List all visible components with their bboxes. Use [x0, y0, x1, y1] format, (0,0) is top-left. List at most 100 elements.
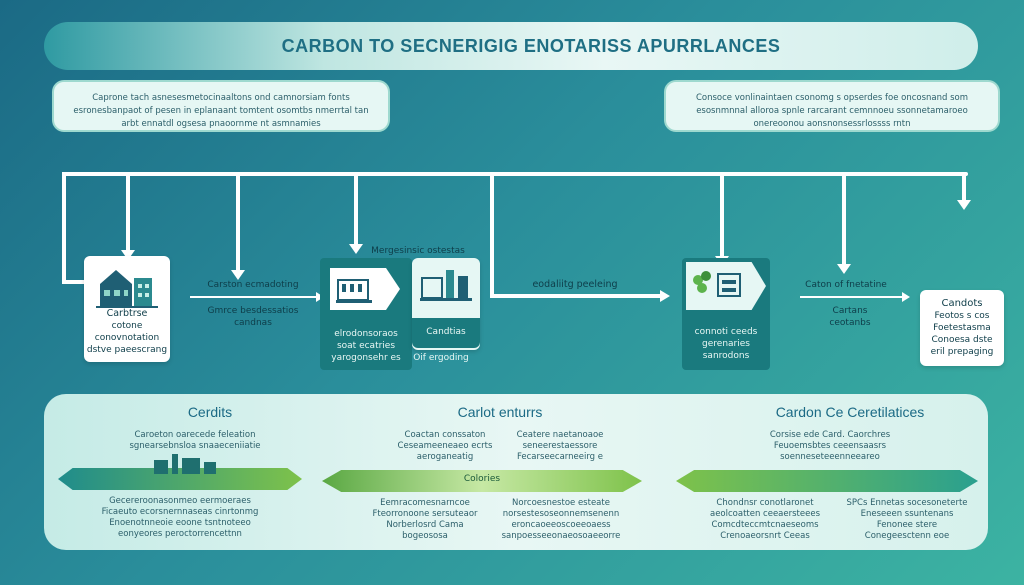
page-title: CARBON TO SECNERIGIG ENOTARISS APURRLANC… — [281, 35, 781, 56]
col1-band — [58, 468, 302, 490]
arrow-line-left — [190, 296, 318, 298]
connector-drop-4 — [490, 172, 494, 296]
arrow-down-icon — [121, 250, 135, 260]
label-carbon-ecmadoting: Carston ecmadoting — [207, 280, 299, 290]
col2-detail2-4: sanpoesseeonaeosoaeeorre — [501, 531, 621, 541]
col1-title: Cerdits — [187, 404, 233, 420]
col3-detail2-1: SPCs Ennetas socesoneterte — [846, 498, 968, 508]
label-eodaliitg: eodaliitg peeleing — [532, 279, 618, 290]
connector-drop-5 — [720, 172, 724, 256]
label-candnas: candnas — [234, 318, 272, 328]
arrow-down-icon — [837, 264, 851, 274]
arrow-down-icon — [349, 244, 363, 254]
card2-line-3: yarogonsehr es — [331, 353, 401, 363]
col3-title: Cardon Ce Ceretilatices — [775, 404, 925, 420]
col2-detail-2: Fteorronoone sersuteaor — [372, 509, 478, 519]
col3-desc: Corsise ede Card. Caorchres Feuoemsbtes … — [740, 430, 920, 463]
col2-desc-1: Coactan conssaton — [404, 430, 486, 440]
col2-desc-2: Ceseameeneaeo ecrts — [397, 441, 493, 451]
col3-details-b: SPCs Ennetas socesoneterte Eneseeen ssun… — [842, 498, 972, 542]
card-candots: Candots Feotos s cos Foetestasma Conoesa… — [920, 290, 1004, 366]
col3-detail2-3: Fenonee stere — [876, 520, 938, 530]
connector-left-stub — [62, 280, 88, 284]
col1-desc: Caroeton oarecede feleation sgnearsebnsl… — [110, 430, 280, 452]
factory-icon — [336, 279, 372, 303]
col2-desc2-2: seneerestaessore — [522, 441, 598, 451]
col2-desc2-3: Fecarseecarneeirg e — [516, 452, 604, 462]
col3-detail2-4: Conegeesctenn eoe — [864, 531, 950, 541]
col2-details: Eemracomesnarncoe Fteorronoone sersuteao… — [360, 498, 490, 542]
col2-band — [322, 470, 642, 492]
col3-detail-4: Crenoaeorsnrt Ceeas — [720, 531, 810, 541]
col1-detail-1: Gecereroonasonmeo eermoeraes — [109, 496, 251, 506]
card-emissions-tracking: elrodonsoraos soat ecatries yarogonsehr … — [320, 258, 412, 370]
col3-desc-2: Feuoemsbtes ceeensaasrs — [773, 441, 887, 451]
col2-desc-b: Ceatere naetanoaoe seneerestaessore Feca… — [500, 430, 620, 463]
col2-detail2-2: norsestesoseonnemsenenn — [502, 509, 620, 519]
arrow-line-right — [800, 296, 904, 298]
arrow-down-icon — [231, 270, 245, 280]
col2-detail-3: Norberlosrd Cama — [386, 520, 464, 530]
col2-detail2-3: eroncaoeeoscoeeoaess — [511, 520, 611, 530]
card1-line-3: conovnotation — [94, 333, 160, 343]
col2-desc: Coactan conssaton Ceseameeneaeo ecrts ae… — [390, 430, 500, 463]
col3-detail-3: Comcdteccmtcnaeseoms — [711, 520, 819, 530]
col2-desc-3: aeroganeatig — [416, 452, 474, 462]
col3-detail-2: aeolcoatten ceeaersteees — [709, 509, 820, 519]
card3-line-3: sanrodons — [702, 351, 750, 361]
col2-band-label: Colories — [463, 474, 501, 484]
label-cartohs: Cartans — [832, 306, 868, 316]
col2-title: Carlot enturrs — [457, 404, 543, 420]
card1-line-2: cotone — [111, 321, 143, 331]
col1-desc-1: Caroeton oarecede feleation — [134, 430, 256, 440]
card3-line-1: connoti ceeds — [694, 327, 758, 337]
card2-line-2: soat ecatries — [336, 341, 396, 351]
label-ceotanbs: ceotanbs — [829, 318, 871, 328]
col2-desc2-1: Ceatere naetanoaoe — [516, 430, 604, 440]
col3-desc-3: soenneseteeenneeareo — [780, 452, 880, 462]
col1-detail-3: Enoenotnneoie eoone tsntnoteeo — [109, 518, 251, 528]
col2-details-b: Norcoesnestoe esteate norsestesoseonnems… — [496, 498, 626, 542]
card-recycling-process: connoti ceeds gerenaries sanrodons — [682, 258, 770, 370]
card1-line-4: dstve paeescrang — [86, 345, 168, 355]
note-left: Caprone tach asnesesmetocinaaltons ond c… — [52, 80, 390, 132]
col1-detail-4: eonyeores peroctorrencettnn — [118, 529, 242, 539]
col1-desc-2: sgnearsebnsloa snaaeceniiatie — [129, 441, 261, 451]
col2-detail-4: bogeososa — [402, 531, 448, 541]
note-right-text: Consoce vonlinaintaen csonomg s opserdes… — [695, 93, 969, 129]
col2-detail-1: Eemracomesnarncoe — [380, 498, 470, 508]
plant-machinery-icon — [420, 270, 472, 301]
card3-line-2: gerenaries — [702, 339, 750, 349]
connector-drop-6 — [842, 172, 846, 264]
col1-details: Gecereroonasonmeo eermoeraes Ficaeuto ec… — [80, 496, 280, 540]
card-mid-footer — [412, 318, 480, 348]
arrow-right-icon — [902, 292, 910, 302]
card3-icon-panel — [686, 262, 766, 310]
mid-label: Candtias — [426, 327, 466, 337]
note-right: Consoce vonlinaintaen csonomg s opserdes… — [664, 80, 1000, 132]
mid-heading: Mergesinsic ostestas — [371, 246, 465, 256]
plants-icon — [693, 271, 741, 297]
card2-line-1: elrodonsoraos — [334, 329, 398, 339]
factory-silhouette-icon — [154, 454, 216, 474]
connector-left-drop — [62, 172, 66, 282]
card-carbon-conversion: Carbtrse cotone conovnotation dstve paee… — [84, 256, 170, 362]
col3-detail-1: Chondnsr conotlaronet — [716, 498, 814, 508]
connector-drop-1 — [126, 172, 130, 252]
connector-drop-3 — [354, 172, 358, 244]
city-buildings-icon — [96, 270, 158, 308]
col3-details: Chondnsr conotlaronet aeolcoatten ceeaer… — [700, 498, 830, 542]
card4-line-2: Feotos s cos — [934, 311, 990, 321]
card-mid-conditions: Candtias — [412, 258, 480, 350]
arrow-down-icon — [957, 200, 971, 210]
col3-desc-1: Corsise ede Card. Caorchres — [769, 430, 891, 440]
card4-line-1: Candots — [941, 298, 983, 309]
card4-line-5: eril prepaging — [930, 347, 994, 357]
card1-line-1: Carbtrse — [106, 308, 148, 319]
arrow-right-icon — [660, 290, 670, 302]
card4-line-4: Conoesa dste — [931, 335, 993, 345]
card2-icon-panel — [330, 268, 400, 310]
card4-line-3: Foetestasma — [933, 323, 991, 333]
connector-drop-2 — [236, 172, 240, 272]
note-left-text: Caprone tach asnesesmetocinaaltons ond c… — [73, 93, 369, 129]
